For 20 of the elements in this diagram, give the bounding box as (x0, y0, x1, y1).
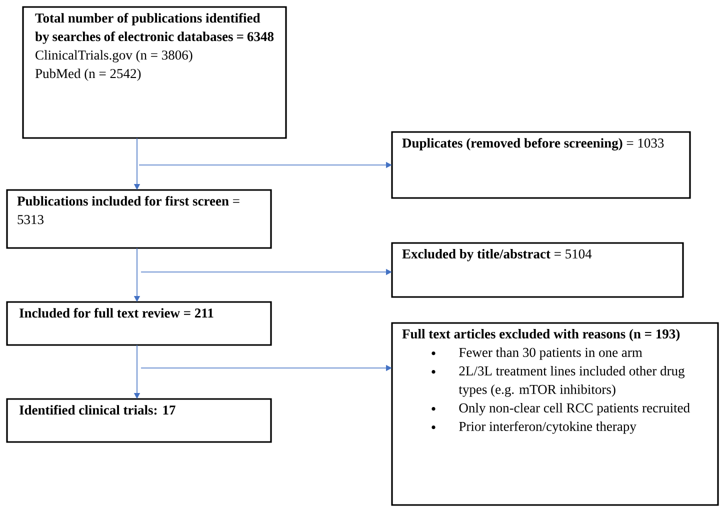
process-box (391, 131, 691, 199)
box-heading: Total number of publications identified by searches of electronic databases = 6348 (35, 13, 274, 44)
bullet-item: Prior interferon/cytokine therapy (459, 421, 636, 434)
process-box (391, 322, 719, 506)
box-heading: Identified clinical trials: 17 (19, 405, 176, 415)
box-heading: Included for full text review = 211 (19, 308, 214, 318)
box-heading: Excluded by title/abstract = 5104 (402, 249, 592, 262)
process-box (22, 6, 287, 139)
process-box (6, 301, 272, 346)
bullet-item: 2L/3L treatment lines included other drug types (e.g. mTOR inhibitors) (458, 366, 685, 397)
process-box (6, 189, 272, 249)
process-box (391, 242, 684, 298)
bullet-item: Fewer than 30 patients in one arm (459, 348, 642, 360)
box-text: PubMed (n = 2542) (35, 68, 141, 81)
process-box (6, 398, 272, 443)
box-text: ClinicalTrials.gov (n = 3806) (36, 50, 192, 62)
box-heading: Publications included for first screen = 5313 (17, 196, 240, 224)
bullet-item: Only non-clear cell RCC patients recruited (459, 403, 690, 416)
box-heading: Duplicates (removed before screening) = 1033 (402, 138, 664, 150)
box-heading: Full text articles excluded with reasons (n = 193) (402, 329, 680, 342)
